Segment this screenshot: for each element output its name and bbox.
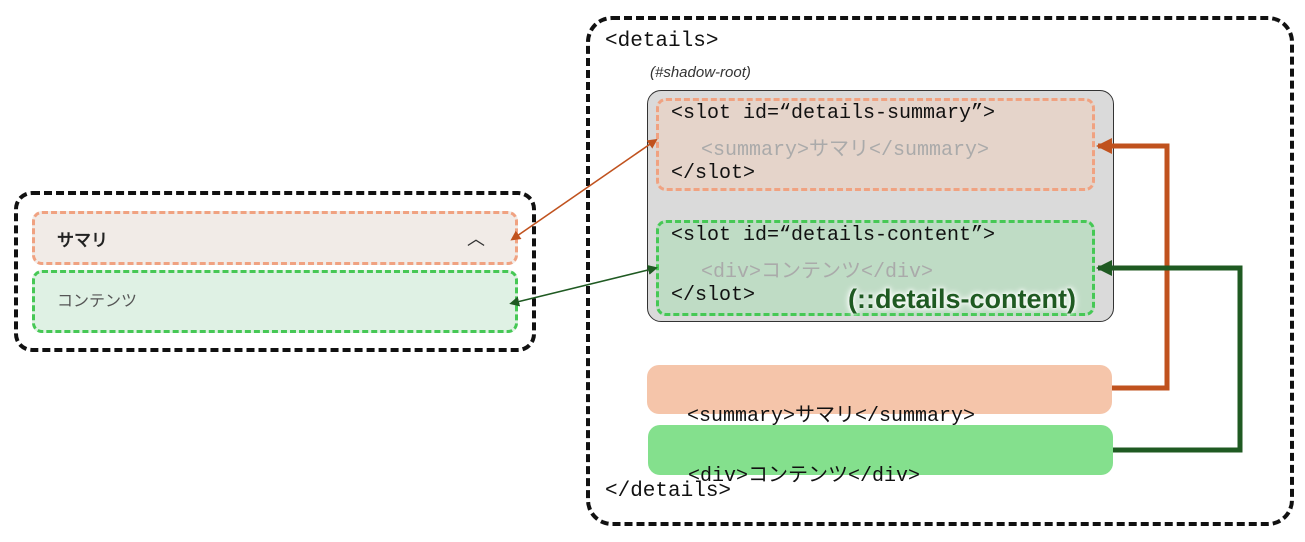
div-element-box: <div>コンテンツ</div> (648, 425, 1113, 488)
content-slot-close-tag: </slot> (671, 284, 756, 307)
summary-slot-open-tag: <slot id=“details-summary”> (671, 102, 996, 125)
content-slot-box (656, 220, 1095, 316)
summary-element-box: <summary>サマリ</summary> (647, 365, 1112, 428)
div-element-code: <div>コンテンツ</div> (688, 465, 921, 488)
details-close-tag: </details> (605, 480, 732, 503)
rendered-summary-label: サマリ (57, 230, 108, 251)
rendered-content-area: コンテンツ (32, 270, 518, 333)
chevron-up-icon[interactable]: ︿ (467, 229, 485, 250)
summary-element-code: <summary>サマリ</summary> (687, 405, 976, 428)
summary-slot-close-tag: </slot> (671, 162, 756, 185)
rendered-content-label: コンテンツ (57, 291, 138, 310)
content-slot-assigned-node: <div>コンテンツ</div> (701, 261, 934, 284)
content-slot-open-tag: <slot id=“details-content”> (671, 224, 996, 247)
details-open-tag: <details> (605, 30, 719, 53)
rendered-summary-row[interactable]: サマリ ︿ (32, 211, 518, 265)
details-content-pseudo-label: (::details-content) (848, 284, 1076, 314)
summary-slot-assigned-node: <summary>サマリ</summary> (701, 139, 990, 162)
shadow-root-label: (#shadow-root) (650, 64, 751, 81)
